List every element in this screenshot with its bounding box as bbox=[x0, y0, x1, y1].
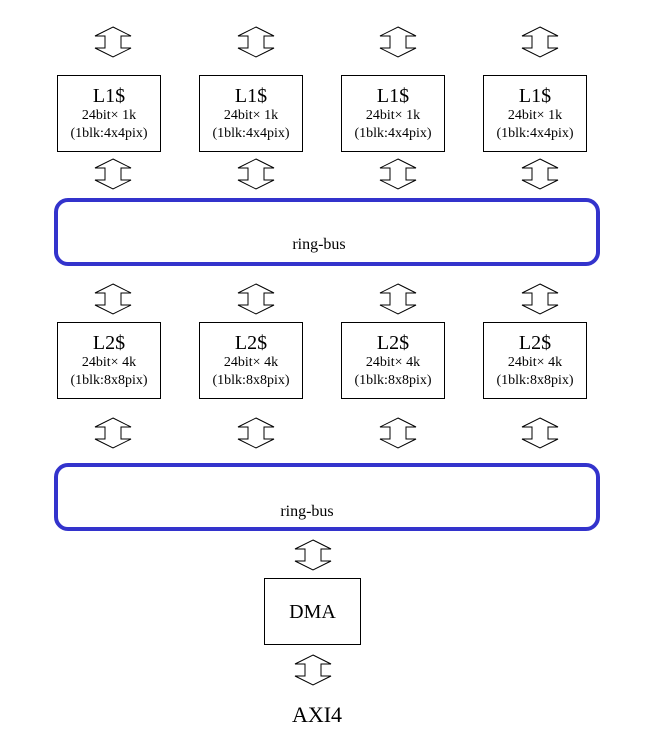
l2-cache-block: (1blk:8x8pix) bbox=[212, 373, 290, 388]
double-arrow-icon bbox=[521, 26, 559, 58]
double-arrow-icon bbox=[237, 26, 275, 58]
l1-cache-size: 24bit× 1k bbox=[365, 108, 421, 123]
l1-cache-title: L1$ bbox=[234, 85, 268, 107]
l1-cache-title: L1$ bbox=[518, 85, 552, 107]
l1-cache-0: L1$ 24bit× 1k (1blk:4x4pix) bbox=[57, 75, 161, 152]
l1-cache-1: L1$ 24bit× 1k (1blk:4x4pix) bbox=[199, 75, 303, 152]
double-arrow-icon bbox=[379, 417, 417, 449]
double-arrow-icon bbox=[94, 283, 132, 315]
double-arrow-icon bbox=[94, 417, 132, 449]
l2-cache-3: L2$ 24bit× 4k (1blk:8x8pix) bbox=[483, 322, 587, 399]
l1-cache-block: (1blk:4x4pix) bbox=[496, 126, 574, 141]
double-arrow-icon bbox=[294, 539, 332, 571]
l2-cache-title: L2$ bbox=[376, 332, 410, 354]
l2-cache-block: (1blk:8x8pix) bbox=[496, 373, 574, 388]
double-arrow-icon bbox=[379, 26, 417, 58]
double-arrow-icon bbox=[94, 158, 132, 190]
double-arrow-icon bbox=[237, 158, 275, 190]
l2-cache-1: L2$ 24bit× 4k (1blk:8x8pix) bbox=[199, 322, 303, 399]
dma-title: DMA bbox=[289, 601, 336, 623]
l2-cache-0: L2$ 24bit× 4k (1blk:8x8pix) bbox=[57, 322, 161, 399]
ring-bus-upper: ring-bus bbox=[54, 198, 600, 266]
l2-cache-title: L2$ bbox=[518, 332, 552, 354]
l1-cache-size: 24bit× 1k bbox=[81, 108, 137, 123]
l1-cache-size: 24bit× 1k bbox=[507, 108, 563, 123]
l2-cache-size: 24bit× 4k bbox=[507, 355, 563, 370]
ring-bus-lower: ring-bus bbox=[54, 463, 600, 531]
l1-cache-size: 24bit× 1k bbox=[223, 108, 279, 123]
l2-cache-size: 24bit× 4k bbox=[365, 355, 421, 370]
ring-bus-label: ring-bus bbox=[280, 503, 334, 520]
double-arrow-icon bbox=[521, 283, 559, 315]
l2-cache-block: (1blk:8x8pix) bbox=[354, 373, 432, 388]
dma-block: DMA bbox=[264, 578, 361, 645]
double-arrow-icon bbox=[94, 26, 132, 58]
l2-cache-title: L2$ bbox=[92, 332, 126, 354]
ring-bus-label: ring-bus bbox=[292, 236, 346, 253]
l1-cache-title: L1$ bbox=[376, 85, 410, 107]
l1-cache-block: (1blk:4x4pix) bbox=[212, 126, 290, 141]
l2-cache-size: 24bit× 4k bbox=[81, 355, 137, 370]
double-arrow-icon bbox=[379, 283, 417, 315]
double-arrow-icon bbox=[379, 158, 417, 190]
double-arrow-icon bbox=[237, 417, 275, 449]
double-arrow-icon bbox=[294, 654, 332, 686]
l2-cache-size: 24bit× 4k bbox=[223, 355, 279, 370]
l1-cache-title: L1$ bbox=[92, 85, 126, 107]
axi4-label: AXI4 bbox=[291, 702, 343, 727]
l2-cache-block: (1blk:8x8pix) bbox=[70, 373, 148, 388]
l2-cache-2: L2$ 24bit× 4k (1blk:8x8pix) bbox=[341, 322, 445, 399]
l1-cache-3: L1$ 24bit× 1k (1blk:4x4pix) bbox=[483, 75, 587, 152]
l1-cache-block: (1blk:4x4pix) bbox=[70, 126, 148, 141]
double-arrow-icon bbox=[521, 417, 559, 449]
double-arrow-icon bbox=[237, 283, 275, 315]
l1-cache-2: L1$ 24bit× 1k (1blk:4x4pix) bbox=[341, 75, 445, 152]
l1-cache-block: (1blk:4x4pix) bbox=[354, 126, 432, 141]
double-arrow-icon bbox=[521, 158, 559, 190]
l2-cache-title: L2$ bbox=[234, 332, 268, 354]
